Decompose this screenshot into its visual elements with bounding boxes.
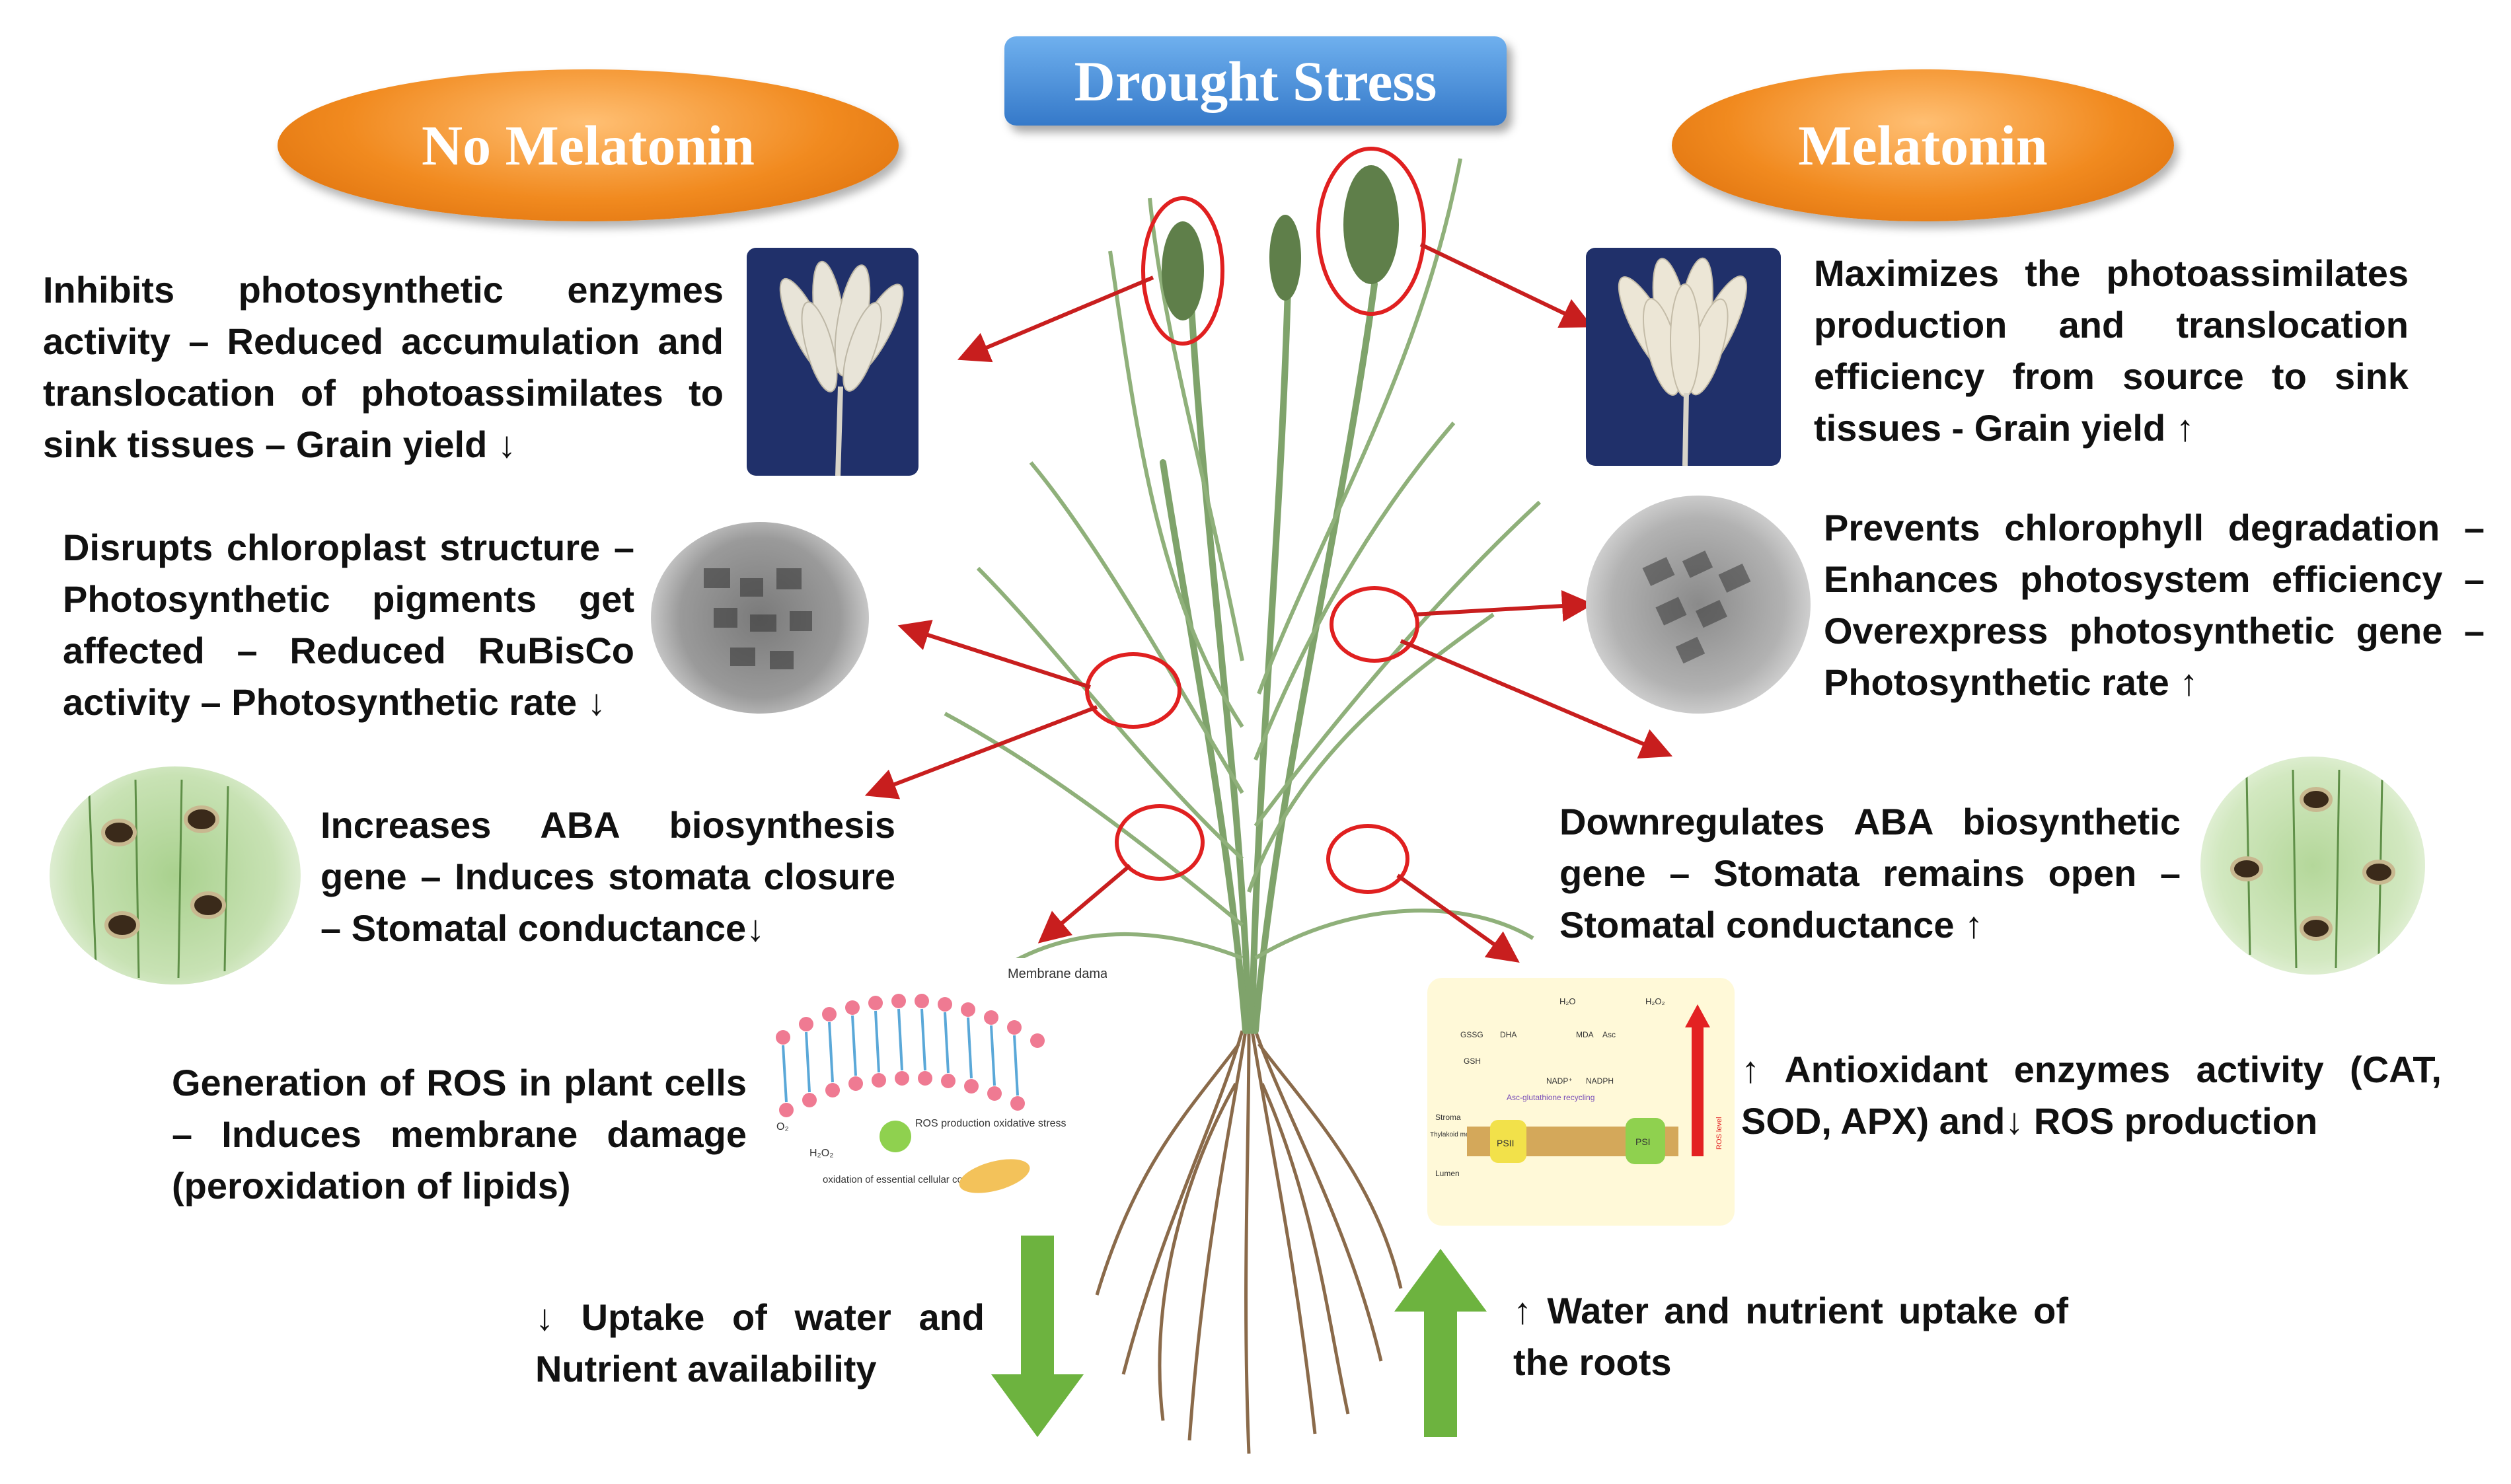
stomata-micrograph-left — [50, 766, 301, 984]
plant-roots — [1095, 1030, 1403, 1454]
asc-label: Asc — [1602, 1030, 1616, 1039]
nadp-label: NADP⁺ — [1546, 1076, 1573, 1086]
left-effect-grain-yield: Inhibits photosynthetic enzymes activity… — [43, 269, 724, 465]
h2o-label: H₂O — [1559, 996, 1576, 1006]
h2o2-label: H₂O₂ — [809, 1148, 833, 1159]
pointer-arrows — [864, 242, 1673, 963]
left-effect-uptake: ↓ Uptake of water and Nutrient availabil… — [535, 1296, 985, 1390]
left-effect-ros: Generation of ROS in plant cells – Induc… — [172, 1062, 747, 1206]
h2o2-top-label: H₂O₂ — [1645, 996, 1665, 1006]
seed-head-photo-left — [747, 248, 918, 476]
right-effect-grain-yield: Maximizes the photoassimilates productio… — [1814, 252, 2409, 449]
title-banner: Drought Stress — [1004, 36, 1507, 126]
downward-uptake-arrow — [991, 1236, 1084, 1437]
right-effect-stomata: Downregulates ABA biosynthetic gene – St… — [1559, 801, 2181, 946]
gsh-label: GSH — [1464, 1057, 1481, 1066]
left-effect-stomata: Increases ABA biosynthesis gene – Induce… — [320, 804, 895, 949]
upward-uptake-arrow — [1394, 1249, 1487, 1437]
plant-stems — [1160, 261, 1378, 1034]
stroma-label: Stroma — [1435, 1113, 1461, 1122]
recycling-label: Asc-glutathione recycling — [1507, 1093, 1594, 1102]
right-effect-antioxidant: ↑ Antioxidant enzymes activity (CAT, SOD… — [1741, 1049, 2442, 1142]
lumen-label: Lumen — [1435, 1169, 1460, 1178]
dha-label: DHA — [1500, 1030, 1517, 1039]
melatonin-header: Melatonin — [1672, 69, 2174, 221]
stomata-micrograph-right — [2200, 757, 2425, 975]
membrane-damage-figure: Membrane damage ROS production oxidative… — [757, 958, 1107, 1209]
nadph-label: NADPH — [1586, 1076, 1614, 1086]
o2-label: O₂ — [776, 1121, 789, 1132]
no-melatonin-header: No Melatonin — [278, 69, 899, 221]
gssg-label: GSSG — [1460, 1030, 1483, 1039]
right-effect-photosynthesis: Prevents chlorophyll degradation – Enhan… — [1824, 507, 2485, 703]
mda-label: MDA — [1576, 1030, 1594, 1039]
chloroplast-micrograph-left — [651, 522, 869, 714]
antioxidant-pathway-figure: H₂O H₂O₂ GSSG DHA MDA Asc GSH NADP⁺ NADP… — [1427, 978, 1735, 1226]
thylakoid-label: Thylakoid membrane — [1430, 1131, 1492, 1138]
seed-head-photo-right — [1586, 248, 1781, 466]
ros-level-label: ROS level — [1715, 1117, 1723, 1150]
plant-seed-heads — [1162, 165, 1399, 320]
membrane-damage-title: Membrane damage — [1008, 967, 1107, 981]
right-effect-uptake: ↑ Water and nutrient uptake of the roots — [1513, 1290, 2068, 1383]
highlight-circles — [1085, 147, 1426, 894]
psi-label: PSI — [1635, 1136, 1651, 1147]
chloroplast-micrograph-right — [1586, 496, 1811, 714]
ros-production-label: ROS production oxidative stress — [915, 1118, 1067, 1129]
psii-label: PSII — [1497, 1138, 1514, 1148]
left-effect-photosynthesis: Disrupts chloroplast structure – Photosy… — [63, 527, 634, 723]
